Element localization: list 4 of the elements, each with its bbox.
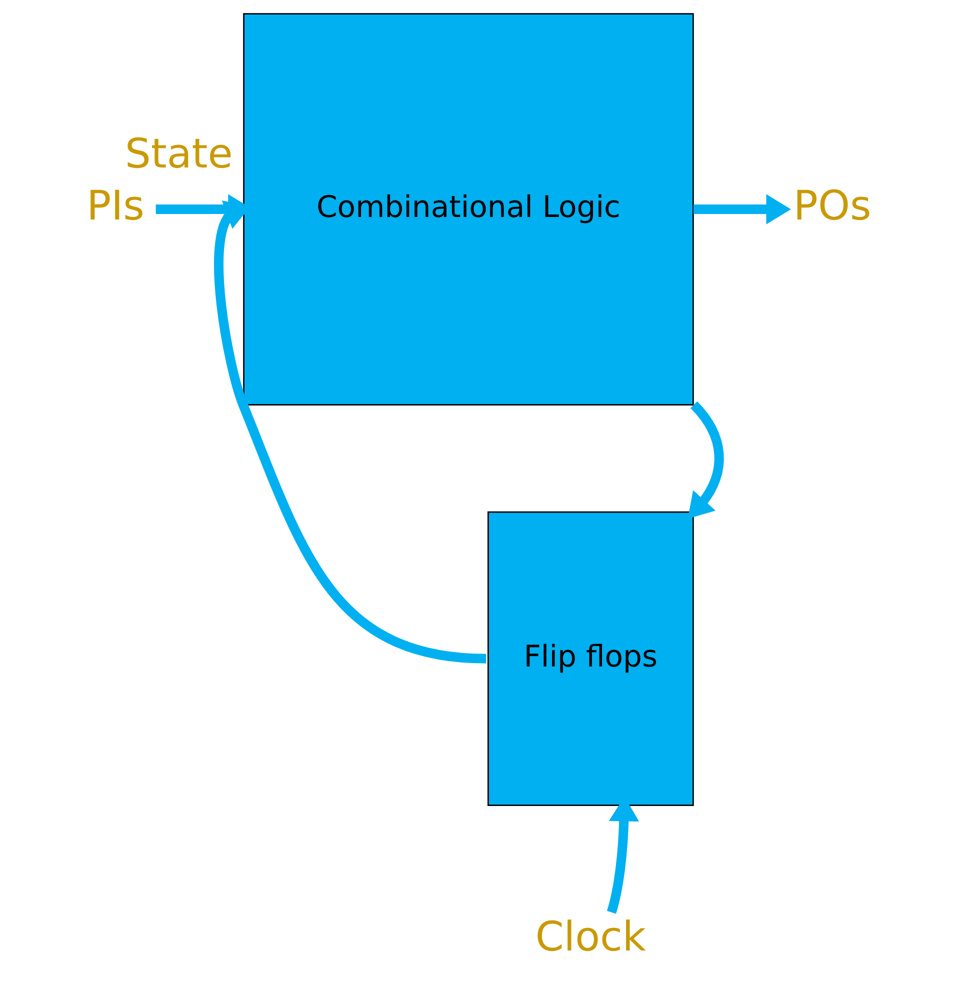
edge-label: State	[124, 130, 232, 178]
node-text: POs	[792, 181, 871, 230]
node-text: Clock	[534, 912, 646, 961]
node-text: PIs	[86, 181, 144, 230]
